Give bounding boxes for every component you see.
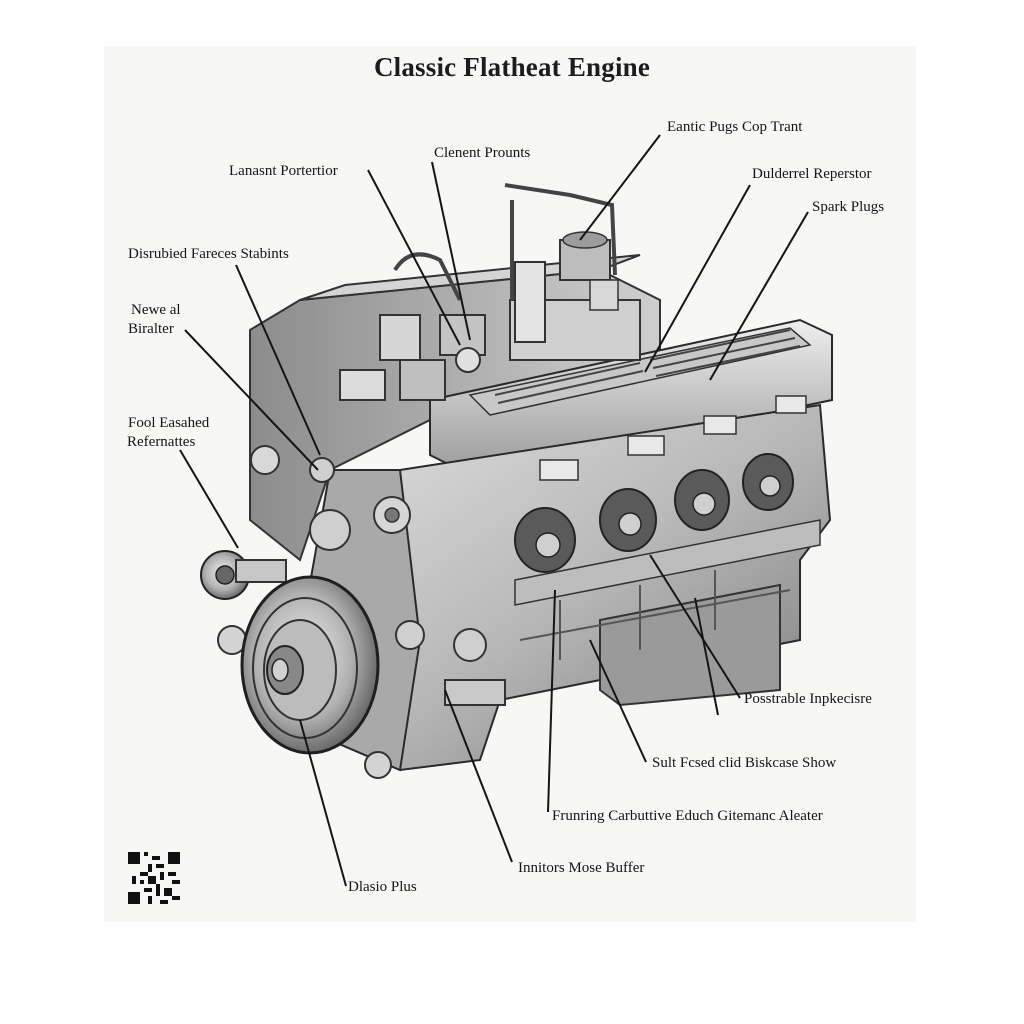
label-top-right-1: Eantic Pugs Cop Trant xyxy=(667,119,803,135)
front-accessories xyxy=(200,445,506,779)
leader-line xyxy=(547,589,556,813)
leader-line xyxy=(444,689,513,863)
leader-line xyxy=(184,329,319,471)
label-top-left: Lanasnt Portertior xyxy=(229,163,338,179)
label-left-2-line2: Biralter xyxy=(128,321,174,337)
leader-line xyxy=(644,184,751,373)
label-left-3-line2: Refernattes xyxy=(127,434,196,450)
leader-lines xyxy=(179,134,809,887)
leader-line xyxy=(694,597,719,716)
label-bottom-left: Dlasio Plus xyxy=(348,879,417,895)
label-top-center: Clenent Prounts xyxy=(434,145,531,161)
label-right-2: Spark Plugs xyxy=(812,199,885,215)
label-right-1: Dulderrel Reperstor xyxy=(752,166,872,182)
leader-line xyxy=(589,639,647,763)
leader-line xyxy=(431,161,471,341)
leader-line xyxy=(299,719,347,887)
label-bottom-right-3: Frunring Carbuttive Educh Gitemanc Aleat… xyxy=(552,808,823,824)
leader-line xyxy=(235,264,321,456)
label-bottom-center: Innitors Mose Buffer xyxy=(518,860,645,876)
leader-line xyxy=(367,169,461,346)
leader-line xyxy=(649,554,741,699)
label-bottom-right-1: Posstrable Inpkecisre xyxy=(744,691,872,707)
leader-line xyxy=(179,449,239,549)
label-left-3-line1: Fool Easahed xyxy=(128,415,210,431)
label-left-2-line1: Newe al xyxy=(131,302,181,318)
label-bottom-right-2: Sult Fcsed clid Biskcase Show xyxy=(652,755,837,771)
label-left-1: Disrubied Fareces Stabints xyxy=(128,246,289,262)
leader-line xyxy=(579,134,661,241)
leader-line xyxy=(709,211,809,381)
qr-code-icon xyxy=(128,852,180,904)
diagram-title: Classic Flatheat Engine xyxy=(373,52,651,82)
carburetor-assembly xyxy=(339,183,641,401)
